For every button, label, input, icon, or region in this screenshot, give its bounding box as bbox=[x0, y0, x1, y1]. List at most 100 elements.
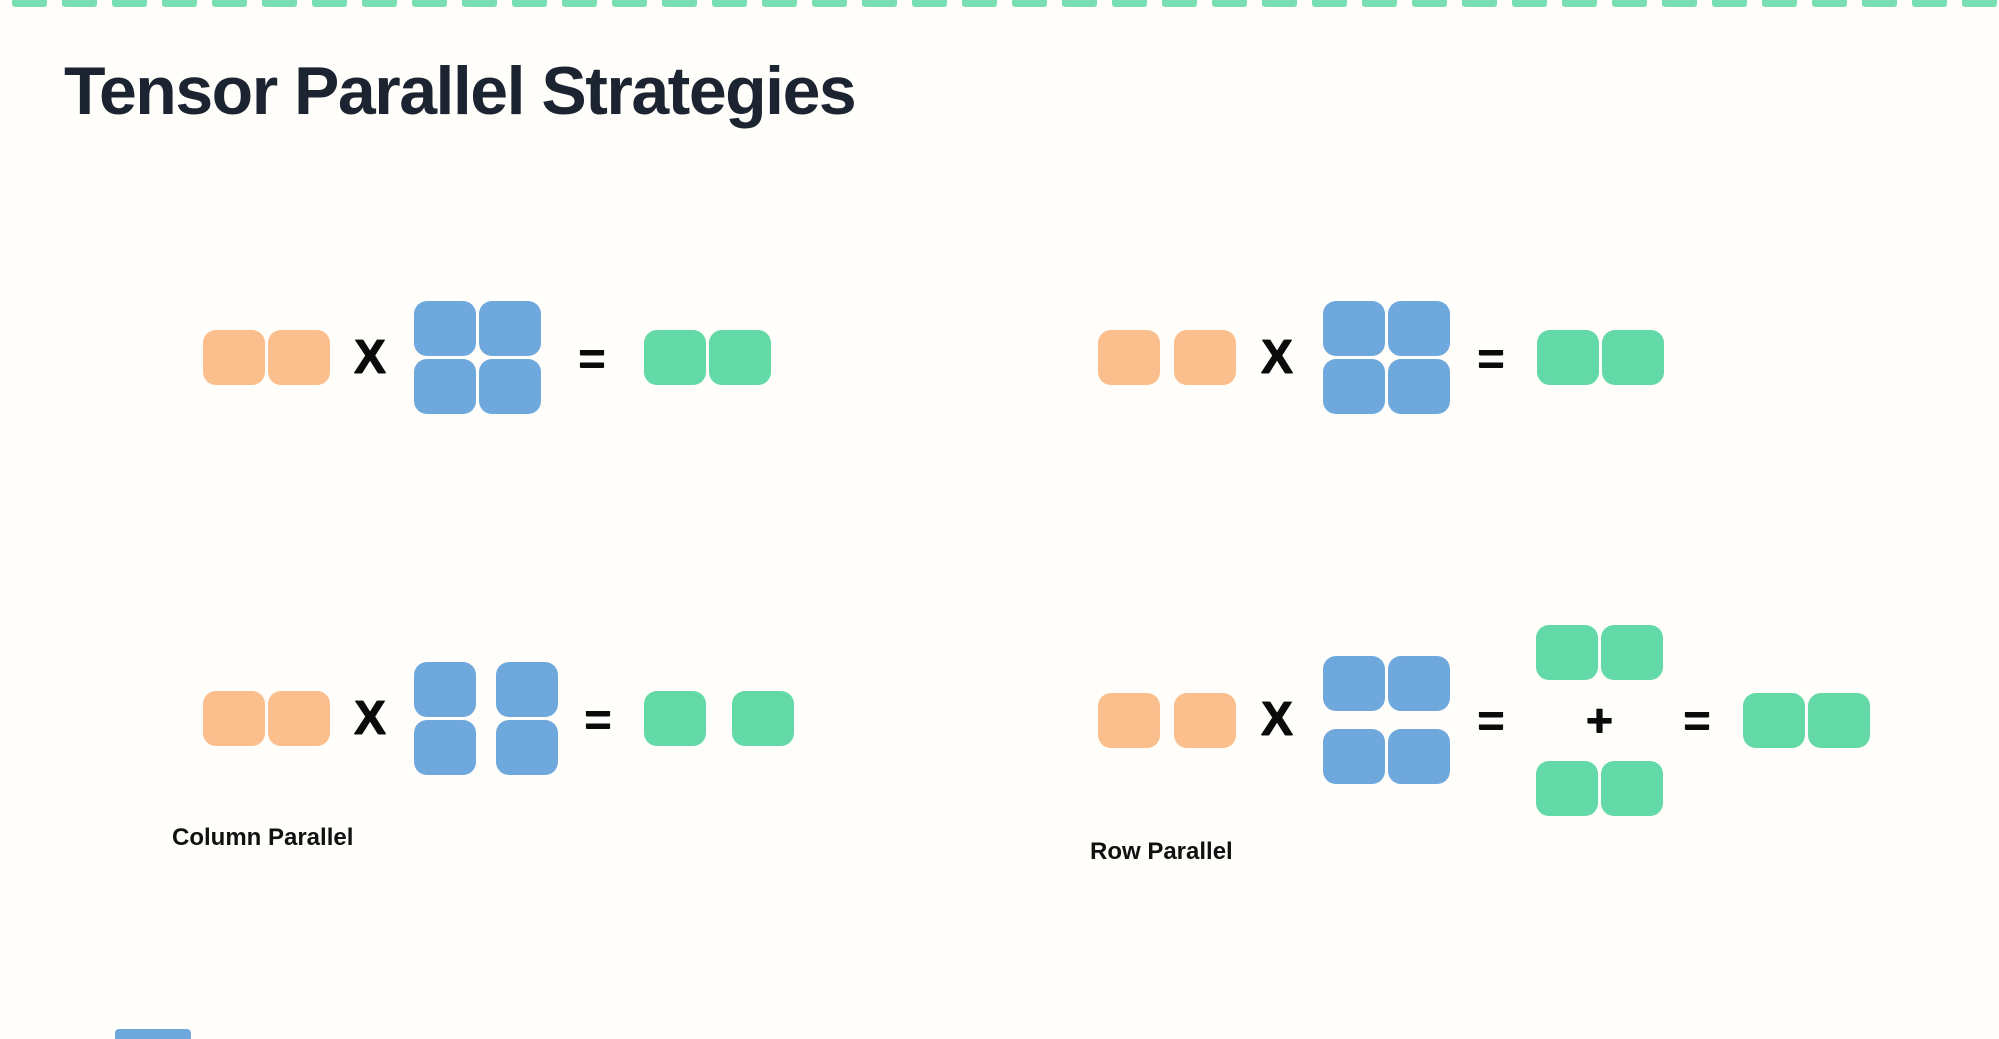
output-vector-split bbox=[644, 691, 794, 746]
weight-block bbox=[496, 662, 558, 717]
strip-square bbox=[1062, 0, 1097, 7]
weight-matrix-row-split bbox=[1323, 656, 1450, 784]
output-block bbox=[1537, 330, 1599, 385]
weight-block bbox=[1388, 301, 1450, 356]
weight-column bbox=[414, 662, 476, 775]
weight-block bbox=[414, 720, 476, 775]
weight-column bbox=[496, 662, 558, 775]
multiply-operator: X bbox=[1260, 330, 1293, 384]
strip-square bbox=[562, 0, 597, 7]
strip-square bbox=[1962, 0, 1997, 7]
strip-square bbox=[1712, 0, 1747, 7]
strip-square bbox=[762, 0, 797, 7]
strip-square bbox=[262, 0, 297, 7]
strip-square bbox=[12, 0, 47, 7]
top-decoration-strip bbox=[12, 0, 1997, 7]
output-block bbox=[644, 330, 706, 385]
column-parallel-label: Column Parallel bbox=[172, 824, 354, 851]
strip-square bbox=[612, 0, 647, 7]
input-vector-split bbox=[1098, 692, 1236, 748]
strip-square bbox=[1112, 0, 1147, 7]
strip-square bbox=[462, 0, 497, 7]
row-parallel-label: Row Parallel bbox=[1090, 838, 1233, 865]
output-block bbox=[1601, 760, 1663, 816]
strip-square bbox=[862, 0, 897, 7]
input-block bbox=[1098, 330, 1160, 385]
strip-square bbox=[1862, 0, 1897, 7]
strip-square bbox=[1262, 0, 1297, 7]
weight-block bbox=[1323, 359, 1385, 414]
output-block bbox=[1536, 760, 1598, 816]
diagram-column-parallel: X = bbox=[203, 662, 794, 775]
weight-matrix bbox=[414, 301, 541, 414]
partial-output-vector bbox=[1536, 760, 1663, 816]
input-block bbox=[268, 330, 330, 385]
output-block bbox=[1602, 330, 1664, 385]
output-vector bbox=[644, 330, 771, 385]
strip-square bbox=[1012, 0, 1047, 7]
input-vector bbox=[203, 691, 330, 746]
partial-output-stack: + bbox=[1536, 624, 1663, 816]
strip-square bbox=[1462, 0, 1497, 7]
strip-square bbox=[1662, 0, 1697, 7]
strip-square bbox=[1362, 0, 1397, 7]
strip-square bbox=[1412, 0, 1447, 7]
output-block bbox=[644, 691, 706, 746]
strip-square bbox=[362, 0, 397, 7]
input-block bbox=[268, 691, 330, 746]
weight-block bbox=[496, 720, 558, 775]
equals-operator: = bbox=[1477, 694, 1505, 746]
equals-operator: = bbox=[1683, 694, 1711, 746]
output-block bbox=[709, 330, 771, 385]
weight-block bbox=[1323, 656, 1385, 711]
diagram-top-left: X = bbox=[203, 301, 771, 414]
strip-square bbox=[1762, 0, 1797, 7]
weight-block bbox=[414, 662, 476, 717]
input-vector bbox=[203, 330, 330, 385]
strip-square bbox=[1212, 0, 1247, 7]
weight-block bbox=[479, 359, 541, 414]
weight-row bbox=[1323, 729, 1450, 784]
strip-square bbox=[662, 0, 697, 7]
diagram-row-parallel: X = + = bbox=[1098, 624, 1870, 816]
input-block bbox=[203, 330, 265, 385]
page-title: Tensor Parallel Strategies bbox=[64, 53, 857, 129]
input-block bbox=[1098, 692, 1160, 748]
strip-square bbox=[112, 0, 147, 7]
weight-block bbox=[414, 359, 476, 414]
strip-square bbox=[712, 0, 747, 7]
equals-operator: = bbox=[1477, 331, 1505, 384]
weight-block bbox=[1323, 301, 1385, 356]
strip-square bbox=[162, 0, 197, 7]
weight-matrix bbox=[1323, 301, 1450, 414]
input-block bbox=[203, 691, 265, 746]
weight-block bbox=[1388, 359, 1450, 414]
weight-block bbox=[1323, 729, 1385, 784]
strip-square bbox=[1512, 0, 1547, 7]
strip-square bbox=[62, 0, 97, 7]
output-block bbox=[1536, 624, 1598, 680]
plus-zone: + bbox=[1580, 680, 1620, 761]
strip-square bbox=[1912, 0, 1947, 7]
weight-block bbox=[414, 301, 476, 356]
output-block bbox=[1743, 692, 1805, 748]
strip-square bbox=[312, 0, 347, 7]
weight-row bbox=[1323, 656, 1450, 711]
output-vector bbox=[1537, 330, 1664, 385]
diagram-top-right: X = bbox=[1098, 301, 1664, 414]
strip-square bbox=[912, 0, 947, 7]
multiply-operator: X bbox=[353, 330, 386, 384]
multiply-operator: X bbox=[1260, 693, 1293, 746]
strip-square bbox=[512, 0, 547, 7]
equals-operator: = bbox=[578, 331, 606, 384]
weight-block bbox=[1388, 729, 1450, 784]
output-vector bbox=[1743, 692, 1870, 748]
weight-block bbox=[479, 301, 541, 356]
strip-square bbox=[412, 0, 447, 7]
plus-operator: + bbox=[1586, 694, 1613, 746]
equals-operator: = bbox=[584, 692, 612, 745]
weight-matrix-column-split bbox=[414, 662, 558, 775]
input-block bbox=[1174, 692, 1236, 748]
strip-square bbox=[1312, 0, 1347, 7]
